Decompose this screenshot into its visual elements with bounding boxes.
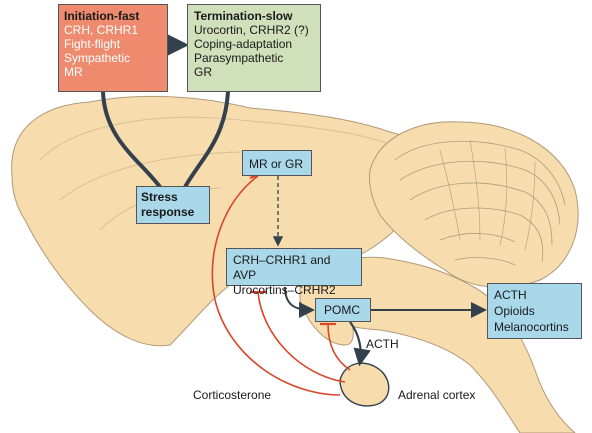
termination-line: GR xyxy=(194,65,212,79)
crh-to-pomc-arrow xyxy=(284,286,315,318)
termination-title: Termination-slow xyxy=(194,9,293,23)
stress-response-box: Stress response xyxy=(136,186,210,224)
termination-line: Coping-adaptation xyxy=(194,37,293,51)
initiation-line: Sympathetic xyxy=(64,51,131,65)
termination-to-stress-path xyxy=(183,90,230,189)
initiation-to-stress-path xyxy=(101,90,162,189)
mr-or-gr-label: MR or GR xyxy=(249,157,303,171)
crh-line: Urocortins–CRHR2 xyxy=(233,283,336,297)
initiation-line: MR xyxy=(64,65,83,79)
stress-response-line: Stress xyxy=(141,190,178,204)
pomc-to-adrenal-arrow xyxy=(349,321,371,367)
termination-line: Parasympathetic xyxy=(194,51,284,65)
acth-arrow-label: ACTH xyxy=(366,337,399,351)
pomc-box: POMC xyxy=(315,298,371,322)
initiation-line: CRH, CRHR1 xyxy=(64,23,139,37)
acth-product-line: Opioids xyxy=(494,304,535,318)
acth-product-line: Melanocortins xyxy=(494,320,569,334)
termination-line: Urocortin, CRHR2 (?) xyxy=(194,23,309,37)
termination-slow-box: Termination-slow Urocortin, CRHR2 (?) Co… xyxy=(187,4,321,92)
initiation-title: Initiation-fast xyxy=(64,9,140,23)
acth-product-line: ACTH xyxy=(494,288,527,302)
cerebellum-shape xyxy=(369,121,579,288)
crh-line: CRH–CRHR1 and AVP xyxy=(233,253,331,282)
crh-urocortin-box: CRH–CRHR1 and AVP Urocortins–CRHR2 xyxy=(226,248,362,297)
pomc-label: POMC xyxy=(324,303,360,317)
initiation-line: Fight-flight xyxy=(64,37,121,51)
corticosterone-label: Corticosterone xyxy=(193,388,272,402)
initiation-fast-box: Initiation-fast CRH, CRHR1 Fight-flight … xyxy=(58,4,168,92)
acth-products-box: ACTH Opioids Melanocortins xyxy=(487,283,582,339)
adrenal-cortex-label: Adrenal cortex xyxy=(398,388,476,402)
mr-or-gr-box: MR or GR xyxy=(242,150,312,176)
stress-response-line: response xyxy=(141,205,195,219)
adrenal-gland-shape xyxy=(339,362,390,407)
